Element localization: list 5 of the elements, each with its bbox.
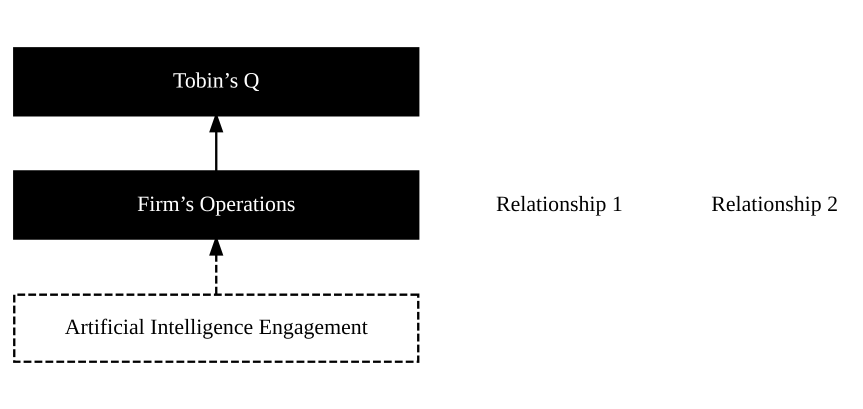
label: Relationship 1 (496, 191, 623, 216)
node-box: Tobin’s Q (13, 46, 420, 116)
label: Relationship 2 (711, 191, 838, 216)
node-box: Artificial Intelligence Engagement (13, 293, 420, 362)
node-box: Firm’s Operations (13, 170, 420, 240)
